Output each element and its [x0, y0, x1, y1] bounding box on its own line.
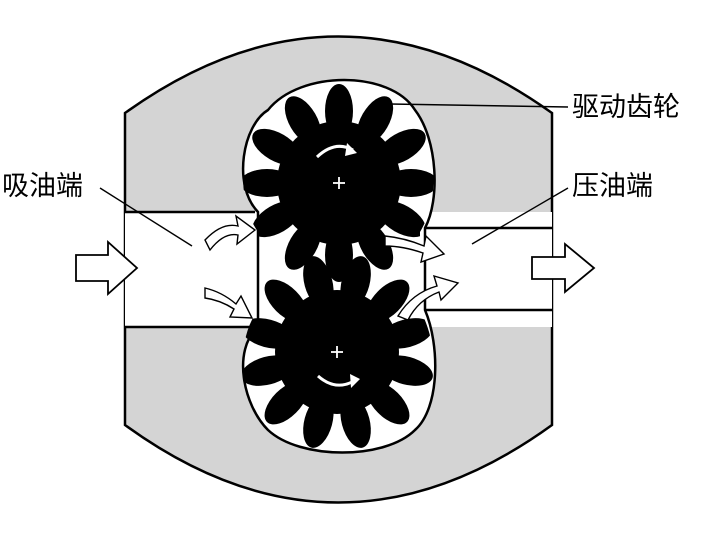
lower-driven-gear-tooth	[243, 355, 294, 386]
discharge-flow-arrow-lower	[396, 274, 460, 321]
drive-gear-leader	[389, 103, 569, 108]
upper-drive-gear-tooth	[243, 169, 294, 197]
lower-driven-gear-tooth	[366, 381, 410, 425]
upper-drive-gear-tooth	[284, 220, 322, 270]
inlet-hollow-arrow-icon	[75, 239, 139, 297]
lower-driven-gear-tooth	[264, 381, 308, 425]
lower-driven-gear-tooth	[366, 279, 410, 323]
lower-driven-gear-tooth	[264, 279, 308, 323]
outlet-hollow-arrow-icon	[531, 242, 596, 294]
upper-rotation-arrowhead	[345, 143, 357, 156]
lower-driven-gear-tooth	[303, 256, 334, 309]
lower-driven-gear-tooth	[243, 318, 294, 349]
discharge-flow-arrow-upper	[384, 234, 446, 264]
lower-gear-center-plus-icon	[331, 346, 343, 358]
suction-end-leader	[99, 187, 193, 247]
upper-drive-gear-tooth	[325, 228, 353, 282]
upper-drive-gear-tooth	[325, 84, 353, 138]
upper-drive-gear-tooth	[384, 169, 435, 197]
upper-drive-gear-tooth	[252, 200, 302, 238]
suction-flow-arrow-lower	[204, 287, 254, 319]
discharge-end-label: 压油端	[572, 171, 653, 202]
upper-drive-gear-tooth	[356, 220, 394, 270]
suction-flow-arrow-upper	[204, 214, 257, 252]
lower-driven-gear-tooth	[340, 256, 371, 309]
lower-driven-gear-tooth	[303, 395, 334, 448]
upper-drive-gear-tooth	[284, 96, 322, 146]
lower-driven-gear-tooth	[340, 395, 371, 448]
upper-drive-gear-tooth	[356, 96, 394, 146]
upper-gear-center-plus-icon	[333, 177, 345, 189]
drive-gear-label: 驱动齿轮	[572, 92, 680, 123]
lower-rotation-arrowhead	[350, 374, 360, 388]
upper-drive-gear-tooth	[252, 128, 302, 166]
upper-drive-gear-tooth	[376, 128, 426, 166]
upper-drive-gear-tooth	[376, 200, 426, 238]
lower-driven-gear-tooth	[380, 318, 433, 349]
discharge-end-leader	[471, 187, 569, 245]
lower-driven-gear-tooth	[380, 355, 433, 386]
suction-end-label: 吸油端	[2, 171, 83, 202]
